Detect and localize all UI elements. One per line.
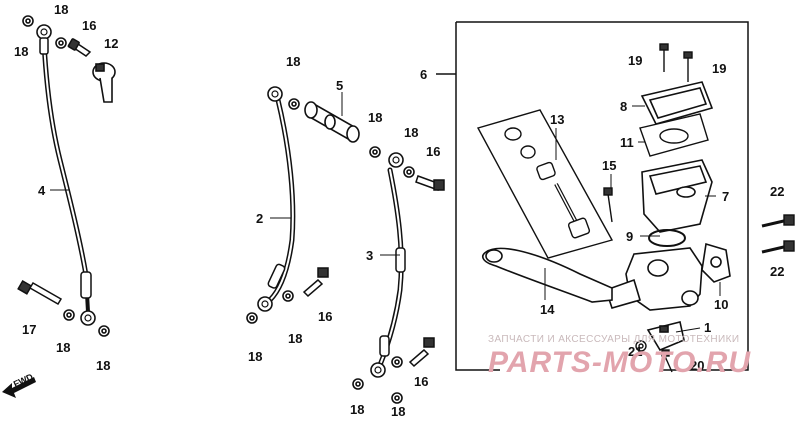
callout-4: 4 xyxy=(38,183,46,198)
o-ring-9 xyxy=(648,229,686,247)
screws-19 xyxy=(659,43,693,82)
callout-18: 18 xyxy=(248,349,262,364)
callout-18: 18 xyxy=(391,404,405,419)
watermark-tagline: ЗАПЧАСТИ И АКСЕССУАРЫ ДЛЯ МОТОТЕХНИКИ xyxy=(488,334,739,345)
callout-7: 7 xyxy=(722,189,729,204)
callout-19: 19 xyxy=(712,61,726,76)
callout-19: 19 xyxy=(628,53,642,68)
watermark: ЗАПЧАСТИ И АКСЕССУАРЫ ДЛЯ МОТОТЕХНИКИ PA… xyxy=(488,334,751,379)
callout-10: 10 xyxy=(714,297,728,312)
banjo-12 xyxy=(92,62,116,103)
callout-3: 3 xyxy=(366,248,373,263)
callout-5: 5 xyxy=(336,78,343,93)
callout-18: 18 xyxy=(54,2,68,17)
callout-18: 18 xyxy=(404,125,418,140)
callout-22: 22 xyxy=(770,184,784,199)
callout-12: 12 xyxy=(104,36,118,51)
brake-hose-2 xyxy=(257,86,296,312)
callout-1: 1 xyxy=(704,320,711,335)
piston-kit-13 xyxy=(476,109,614,259)
callout-14: 14 xyxy=(540,302,555,317)
switch-1 xyxy=(646,321,685,352)
diaphragm-11 xyxy=(639,113,709,157)
oil-bolt-16d xyxy=(408,337,435,368)
leader-lines xyxy=(50,92,721,333)
callout-16: 16 xyxy=(82,18,96,33)
brake-hose-3 xyxy=(370,152,406,378)
washers-right-hose xyxy=(352,166,415,404)
callout-9: 9 xyxy=(626,229,633,244)
master-cylinder-frame xyxy=(436,21,749,371)
callout-numbers: 18 18 16 12 4 17 18 18 18 5 18 2 18 16 3… xyxy=(14,2,784,419)
oil-bolt-16c xyxy=(415,175,445,191)
callout-17: 17 xyxy=(22,322,36,337)
callout-16: 16 xyxy=(414,374,428,389)
callout-2: 2 xyxy=(256,211,263,226)
callout-22: 22 xyxy=(770,264,784,279)
fwd-arrow-icon: FWD xyxy=(2,371,36,398)
bolt-15 xyxy=(603,187,613,223)
oil-bolt-16a xyxy=(67,38,92,57)
callout-8: 8 xyxy=(620,99,627,114)
bolts-22 xyxy=(761,214,795,254)
callout-13: 13 xyxy=(550,112,564,127)
bolt-17 xyxy=(17,280,63,306)
callout-18: 18 xyxy=(288,331,302,346)
oil-bolt-16b xyxy=(302,267,329,298)
reservoir-cap-8 xyxy=(640,81,714,125)
watermark-logo: PARTS-MOTO.RU xyxy=(488,346,751,379)
clamp-10 xyxy=(701,242,731,283)
reservoir-body-7 xyxy=(641,159,713,233)
callout-11: 11 xyxy=(620,135,634,150)
joint-pipe-5 xyxy=(304,101,360,143)
callout-18: 18 xyxy=(350,402,364,417)
callout-15: 15 xyxy=(602,158,616,173)
washers-middle xyxy=(246,98,381,324)
callout-18: 18 xyxy=(14,44,28,59)
callout-21: 21 xyxy=(628,344,642,359)
callout-18: 18 xyxy=(368,110,382,125)
callout-18: 18 xyxy=(96,358,110,373)
screw-20 xyxy=(661,349,673,373)
callout-6: 6 xyxy=(420,67,427,82)
washers-left xyxy=(22,15,110,337)
brake-hose-4 xyxy=(36,24,96,326)
washer-21 xyxy=(635,340,647,352)
brake-lever-14 xyxy=(482,247,613,303)
callout-16: 16 xyxy=(426,144,440,159)
callout-18: 18 xyxy=(286,54,300,69)
callout-16: 16 xyxy=(318,309,332,324)
callout-18: 18 xyxy=(56,340,70,355)
callout-20: 20 xyxy=(690,358,704,373)
master-cylinder-body xyxy=(604,247,703,311)
